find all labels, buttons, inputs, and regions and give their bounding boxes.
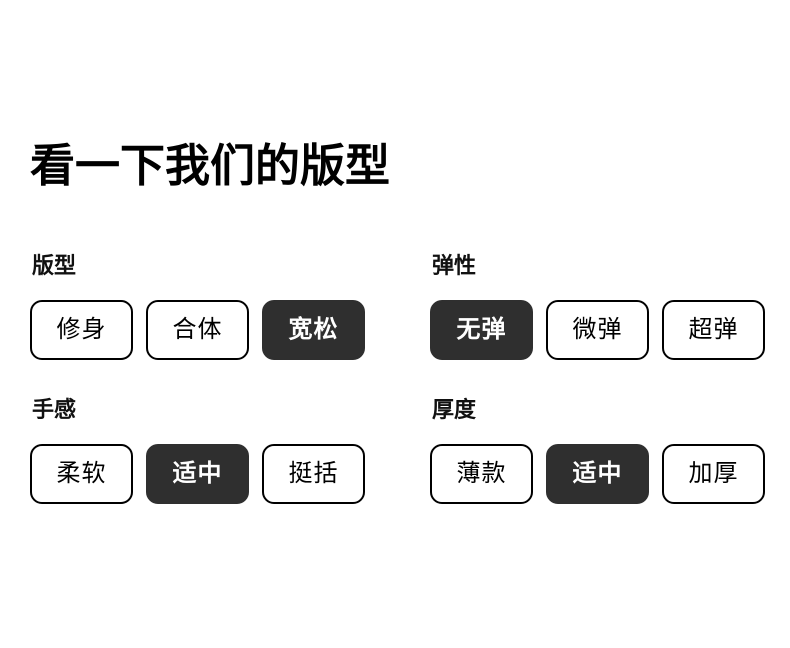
option-chip-thickness-0[interactable]: 薄款 bbox=[430, 444, 533, 504]
option-chip-elasticity-2[interactable]: 超弹 bbox=[662, 300, 765, 360]
option-group-handfeel: 手感柔软适中挺括 bbox=[30, 396, 430, 504]
option-chip-elasticity-1[interactable]: 微弹 bbox=[546, 300, 649, 360]
option-chip-handfeel-1[interactable]: 适中 bbox=[146, 444, 249, 504]
option-group-label-fit: 版型 bbox=[32, 253, 77, 278]
option-chip-thickness-1[interactable]: 适中 bbox=[546, 444, 649, 504]
option-chip-fit-2[interactable]: 宽松 bbox=[262, 300, 365, 360]
option-row-handfeel: 柔软适中挺括 bbox=[30, 444, 430, 504]
option-group-label-elasticity: 弹性 bbox=[432, 253, 477, 278]
option-chip-fit-1[interactable]: 合体 bbox=[146, 300, 249, 360]
option-group-label-handfeel: 手感 bbox=[32, 397, 77, 422]
option-chip-handfeel-2[interactable]: 挺括 bbox=[262, 444, 365, 504]
option-chip-handfeel-0[interactable]: 柔软 bbox=[30, 444, 133, 504]
option-row-thickness: 薄款适中加厚 bbox=[430, 444, 765, 504]
option-group-thickness: 厚度薄款适中加厚 bbox=[430, 396, 765, 504]
option-row-fit: 修身合体宽松 bbox=[30, 300, 430, 360]
option-group-fit: 版型修身合体宽松 bbox=[30, 252, 430, 360]
option-chip-elasticity-0[interactable]: 无弹 bbox=[430, 300, 533, 360]
option-group-label-thickness: 厚度 bbox=[432, 397, 477, 422]
option-row-elasticity: 无弹微弹超弹 bbox=[430, 300, 765, 360]
option-chip-thickness-2[interactable]: 加厚 bbox=[662, 444, 765, 504]
page-title: 看一下我们的版型 bbox=[30, 140, 391, 191]
option-chip-fit-0[interactable]: 修身 bbox=[30, 300, 133, 360]
option-groups-grid: 版型修身合体宽松弹性无弹微弹超弹手感柔软适中挺括厚度薄款适中加厚 bbox=[30, 252, 765, 504]
option-group-elasticity: 弹性无弹微弹超弹 bbox=[430, 252, 765, 360]
